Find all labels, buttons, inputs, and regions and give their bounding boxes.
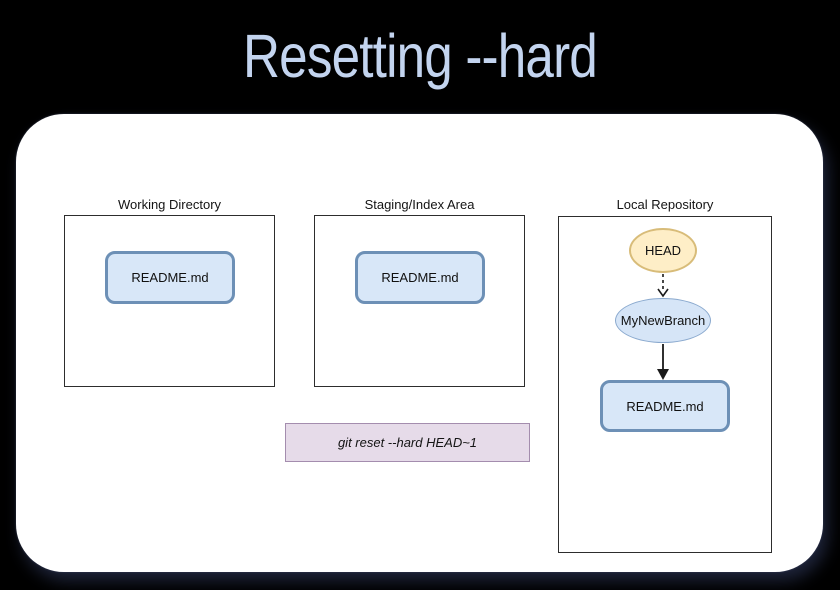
staging-area-label: Staging/Index Area bbox=[364, 197, 475, 212]
staging-area-box: README.md bbox=[314, 215, 525, 387]
working-directory-label: Working Directory bbox=[117, 197, 222, 212]
branch-node: MyNewBranch bbox=[615, 298, 711, 343]
head-pointer-node: HEAD bbox=[629, 228, 697, 273]
working-directory-box: README.md bbox=[64, 215, 275, 387]
working-directory-readme-node: README.md bbox=[105, 251, 235, 304]
git-command-box: git reset --hard HEAD~1 bbox=[285, 423, 530, 462]
local-repository-readme-node: README.md bbox=[600, 380, 730, 432]
local-repository-label: Local Repository bbox=[616, 197, 714, 212]
staging-area-readme-node: README.md bbox=[355, 251, 485, 304]
local-repository-box: HEAD MyNewBranch README.md bbox=[558, 216, 772, 553]
slide-title: Resetting --hard bbox=[243, 22, 598, 90]
slide-card: Working Directory Staging/Index Area Loc… bbox=[16, 114, 823, 572]
branch-to-file-arrow bbox=[657, 344, 669, 380]
head-to-branch-arrow bbox=[657, 274, 669, 298]
